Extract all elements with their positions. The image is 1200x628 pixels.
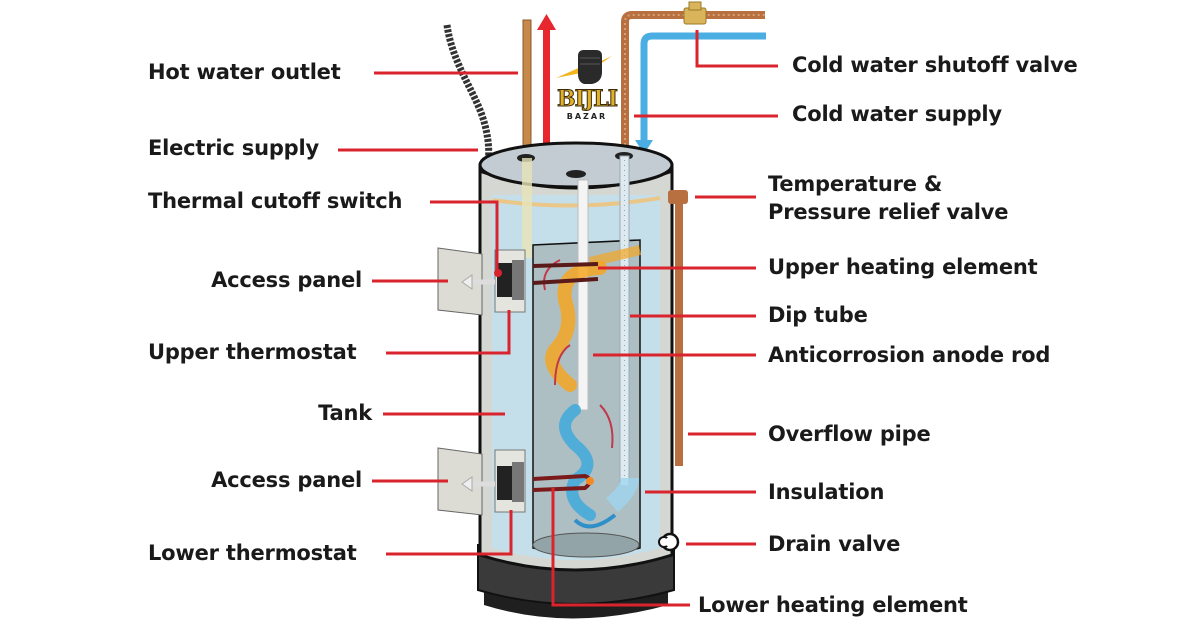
leader-upper-thermostat (386, 310, 511, 355)
label-upper-heating-element: Upper heating element (768, 255, 1038, 279)
cold-water-arrowhead-icon (635, 140, 653, 154)
label-lower-thermostat: Lower thermostat (148, 541, 357, 565)
label-temperature-pressure-relief-valve: Temperature & Pressure relief valve (768, 170, 1009, 226)
leader-lower-thermostat (386, 510, 513, 556)
label-anticorrosion-anode-rod: Anticorrosion anode rod (768, 343, 1051, 367)
brand-logo: BIJLI BAZAR (552, 48, 622, 126)
label-access-panel-upper: Access panel (211, 268, 362, 292)
brand-name: BIJLI (556, 86, 618, 113)
label-hot-water-outlet: Hot water outlet (148, 60, 341, 84)
label-tank: Tank (318, 401, 372, 425)
upper-heating-element-shape (532, 262, 599, 285)
leader-cold-water-shutoff-valve (695, 30, 778, 68)
label-electric-supply: Electric supply (148, 136, 319, 160)
label-access-panel-lower: Access panel (211, 468, 362, 492)
lower-access-panel (437, 447, 526, 516)
label-dip-tube: Dip tube (768, 303, 868, 327)
anode-rod (577, 179, 589, 411)
relief-valve-and-overflow-pipe (668, 190, 688, 466)
label-cold-water-shutoff-valve: Cold water shutoff valve (792, 53, 1078, 77)
label-tpr-line1: Temperature & (768, 172, 943, 196)
label-insulation: Insulation (768, 480, 885, 504)
raised-fist-lightning-icon (556, 50, 612, 84)
leader-lines (338, 30, 778, 607)
cold-water-copper-pipe (621, 11, 765, 150)
upper-access-panel (437, 247, 526, 316)
label-cold-water-supply: Cold water supply (792, 102, 1002, 126)
label-thermal-cutoff-switch: Thermal cutoff switch (148, 189, 403, 213)
label-drain-valve: Drain valve (768, 532, 901, 556)
label-upper-thermostat: Upper thermostat (148, 340, 357, 364)
leader-thermal-cutoff-switch (430, 200, 499, 272)
label-lower-heating-element: Lower heating element (698, 593, 968, 617)
hot-outlet-tube (522, 158, 532, 258)
cold-water-flow (559, 404, 596, 521)
hot-water-arrow-icon (537, 14, 556, 156)
shutoff-valve-icon (683, 1, 707, 25)
brand-sub: BAZAR (566, 112, 608, 121)
lower-heating-element-shape (532, 473, 594, 492)
label-tpr-line2: Pressure relief valve (768, 200, 1009, 224)
hot-water-flow (545, 261, 607, 392)
electric-supply-cable (443, 24, 493, 163)
label-overflow-pipe: Overflow pipe (768, 422, 931, 446)
hot-water-outlet-pipe (522, 19, 532, 161)
tank-body (477, 141, 675, 619)
cold-water-supply-arrow (640, 32, 766, 142)
leader-lower-heating-element (551, 488, 690, 607)
drain-valve-icon (658, 532, 680, 552)
